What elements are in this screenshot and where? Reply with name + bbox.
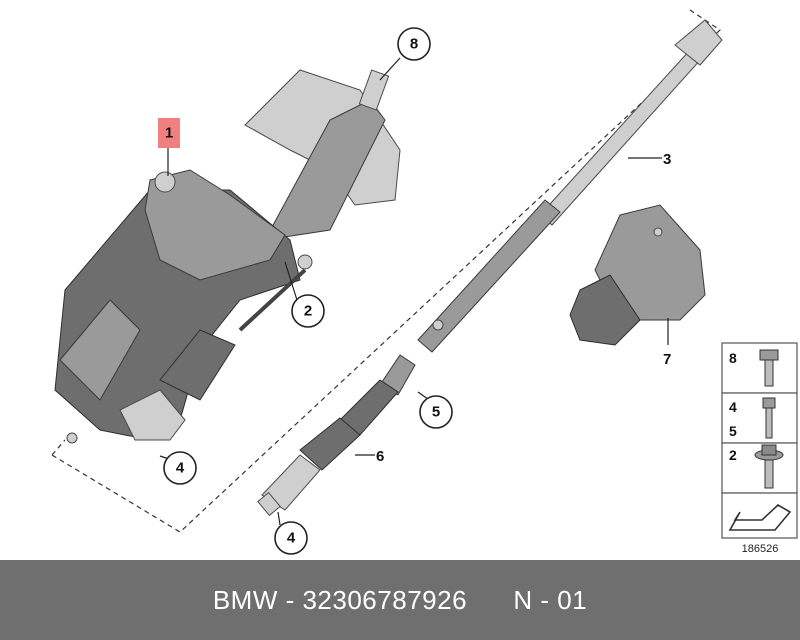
callout-8-label: 8 xyxy=(410,36,418,53)
footer-separator: - xyxy=(277,584,303,615)
part-footer: BMW - 32306787926 N - 01 xyxy=(0,560,800,640)
legend-row-8: 8 xyxy=(729,350,737,366)
footer-brand: BMW xyxy=(212,584,278,615)
fastener-legend: 8 4 5 2 xyxy=(721,342,798,539)
footer-part-number: 32306787926 xyxy=(302,584,468,615)
callout-4-column-label: 4 xyxy=(176,460,185,477)
callout-4-shaft-label: 4 xyxy=(287,530,296,547)
legend-row-5: 5 xyxy=(729,423,737,439)
callout-7[interactable]: 7 xyxy=(663,351,671,368)
footer-gap xyxy=(467,585,513,616)
footer-suffix: N - 01 xyxy=(513,584,588,615)
diagram-id: 186526 xyxy=(742,543,779,555)
callout-5[interactable]: 5 xyxy=(419,395,453,429)
parts-diagram: 1 8 2 5 4 4 3 7 6 8 4 5 xyxy=(51,9,798,555)
steering-column-assembly xyxy=(54,69,401,444)
callout-4-shaft[interactable]: 4 xyxy=(274,521,308,555)
callout-3[interactable]: 3 xyxy=(663,151,671,168)
callout-5-label: 5 xyxy=(432,404,440,421)
callout-2[interactable]: 2 xyxy=(291,294,325,328)
legend-row-4: 4 xyxy=(729,399,737,415)
flange-bolt-icon xyxy=(754,444,784,489)
arrow-icon xyxy=(728,504,792,531)
stud-bolt-icon xyxy=(762,397,776,439)
callout-8[interactable]: 8 xyxy=(397,27,431,61)
callout-1-label: 1 xyxy=(165,125,173,142)
callout-1-highlight xyxy=(158,118,180,148)
legend-row-2: 2 xyxy=(729,447,737,463)
callout-6[interactable]: 6 xyxy=(376,448,384,465)
callout-4-column[interactable]: 4 xyxy=(163,451,197,485)
steering-shaft xyxy=(417,19,723,353)
callout-1[interactable]: 1 xyxy=(158,118,180,148)
bolt-icon xyxy=(759,349,779,387)
callout-2-label: 2 xyxy=(304,303,312,320)
lower-shaft xyxy=(257,354,416,517)
steering-seal xyxy=(569,204,706,346)
